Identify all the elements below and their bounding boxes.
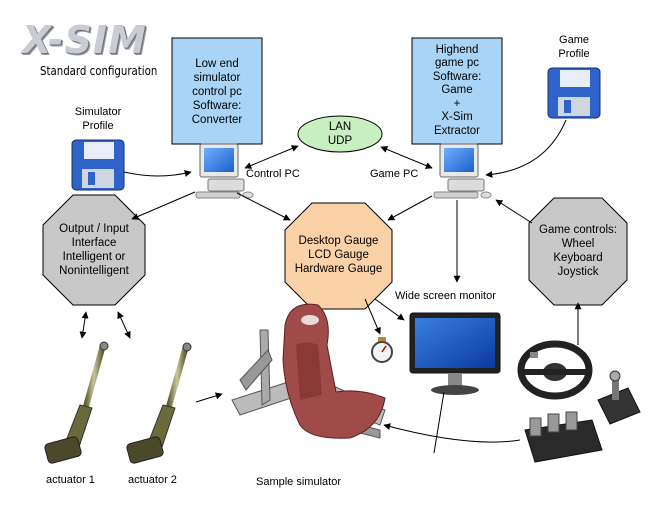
- xsim-logo: X-SIM: [22, 18, 147, 62]
- sample-simulator-label: Sample simulator: [256, 476, 341, 488]
- gauges-octagon: [284, 202, 393, 310]
- control-pc-info-box: [171, 37, 263, 145]
- pressure-gauge-icon: [371, 337, 393, 363]
- simulator-profile-label: Simulator Profile: [74, 106, 122, 132]
- game-pc-label: Game PC: [370, 168, 419, 180]
- control-pc-computer-icon: [195, 143, 254, 199]
- game-pc-computer-icon: [433, 143, 492, 199]
- gauges-text: Desktop Gauge LCD Gauge Hardware Gauge: [294, 235, 383, 275]
- game-pc-info-box: [411, 37, 503, 145]
- monitor-label: Wide screen monitor: [395, 290, 496, 302]
- interface-octagon: [42, 194, 146, 306]
- game-pc-info-text: Highend game pc Software: Game + X-Sim E…: [432, 43, 482, 137]
- game-controls-text: Game controls: Wheel Keyboard Joystick: [539, 224, 617, 278]
- control-pc-label: Control PC: [246, 168, 300, 180]
- lan-text: LAN UDP: [327, 121, 353, 147]
- wide-screen-monitor-icon: [409, 312, 501, 395]
- game-controls-octagon: [528, 197, 628, 306]
- diagram-subtitle: Standard configuration: [40, 64, 158, 78]
- gear-shifter-icon: [597, 370, 641, 425]
- game-profile-label: Game Profile: [558, 34, 590, 60]
- actuator-1-icon: [44, 341, 109, 464]
- actuator-2-label: actuator 2: [128, 474, 177, 486]
- simulator-seat-icon: [231, 303, 386, 439]
- game-profile-floppy-icon: [547, 67, 601, 119]
- interface-text: Output / Input Interface Intelligent or …: [59, 223, 129, 277]
- simulator-profile-floppy-icon: [71, 139, 125, 191]
- actuator-1-label: actuator 1: [46, 474, 95, 486]
- control-pc-info-text: Low end simulator control pc Software: C…: [191, 58, 243, 126]
- steering-wheel-icon: [517, 340, 593, 400]
- pedals-icon: [524, 411, 603, 463]
- actuator-2-icon: [126, 342, 192, 464]
- lan-ellipse: [297, 115, 383, 153]
- connector-arrows: [79, 119, 582, 454]
